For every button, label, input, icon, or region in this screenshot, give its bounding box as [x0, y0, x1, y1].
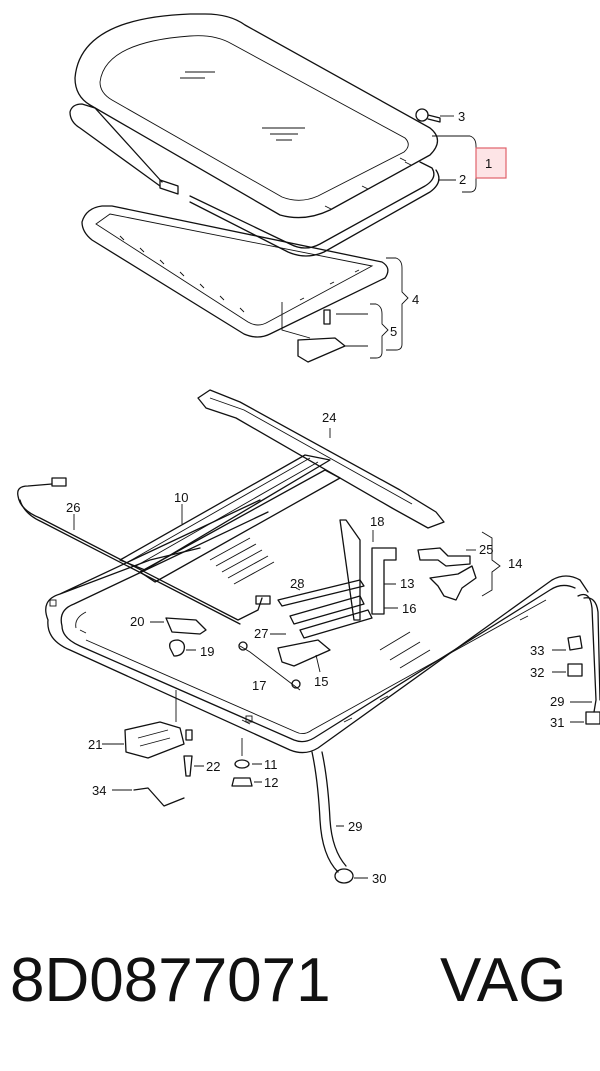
- callout-22[interactable]: 22: [206, 759, 220, 774]
- sunroof-exploded-diagram: 1 2 3 4 5 24 10 26 18 25 14 28 13 16 20 …: [17, 13, 600, 886]
- callout-26[interactable]: 26: [66, 500, 80, 515]
- callout-17[interactable]: 17: [252, 678, 266, 693]
- callout-25[interactable]: 25: [479, 542, 493, 557]
- callout-19[interactable]: 19: [200, 644, 214, 659]
- callout-30[interactable]: 30: [372, 871, 386, 886]
- rails-10: [119, 454, 341, 583]
- drain-hose-rear: [552, 593, 600, 725]
- drain-hose-front: [311, 751, 368, 884]
- glass-panel: [74, 13, 439, 219]
- cable-26: [17, 477, 271, 625]
- callout-27[interactable]: 27: [254, 626, 268, 641]
- callout-labels: 1 2 3 4 5 24 10 26 18 25 14 28 13 16 20 …: [66, 109, 564, 886]
- motor-21: [102, 690, 204, 777]
- callout-1[interactable]: 1: [485, 156, 492, 171]
- callout-12[interactable]: 12: [264, 775, 278, 790]
- callout-29-right[interactable]: 29: [550, 694, 564, 709]
- callout-5[interactable]: 5: [390, 324, 397, 339]
- callout-29-bottom[interactable]: 29: [348, 819, 362, 834]
- highlight-box: [475, 147, 507, 179]
- callout-13[interactable]: 13: [400, 576, 414, 591]
- screw-3: [415, 108, 454, 123]
- callout-20[interactable]: 20: [130, 614, 144, 629]
- callout-31[interactable]: 31: [550, 715, 564, 730]
- callout-4[interactable]: 4: [412, 292, 419, 307]
- callout-24[interactable]: 24: [322, 410, 336, 425]
- mechanism-parts: [238, 519, 398, 691]
- callout-33[interactable]: 33: [530, 643, 544, 658]
- callout-28[interactable]: 28: [290, 576, 304, 591]
- callout-18[interactable]: 18: [370, 514, 384, 529]
- main-frame: [45, 499, 589, 754]
- callout-2[interactable]: 2: [459, 172, 466, 187]
- part-number: 8D0877071: [10, 946, 331, 1015]
- callout-11[interactable]: 11: [264, 757, 278, 772]
- panel-frame: [81, 205, 389, 338]
- brand-name: VAG: [440, 946, 567, 1015]
- callout-16[interactable]: 16: [402, 601, 416, 616]
- callout-21[interactable]: 21: [88, 737, 102, 752]
- seal-frame: [69, 103, 440, 257]
- bracket-5: [281, 302, 368, 363]
- parts-14-25: [417, 531, 501, 601]
- callout-14[interactable]: 14: [508, 556, 522, 571]
- parts-19-20: [150, 617, 207, 657]
- callout-10[interactable]: 10: [174, 490, 188, 505]
- guide-rail-24: [197, 389, 445, 529]
- callout-32[interactable]: 32: [530, 665, 544, 680]
- callout-15[interactable]: 15: [314, 674, 328, 689]
- washer-nut: [231, 738, 262, 787]
- crank-34: [112, 787, 185, 807]
- callout-3[interactable]: 3: [458, 109, 465, 124]
- callout-34[interactable]: 34: [92, 783, 106, 798]
